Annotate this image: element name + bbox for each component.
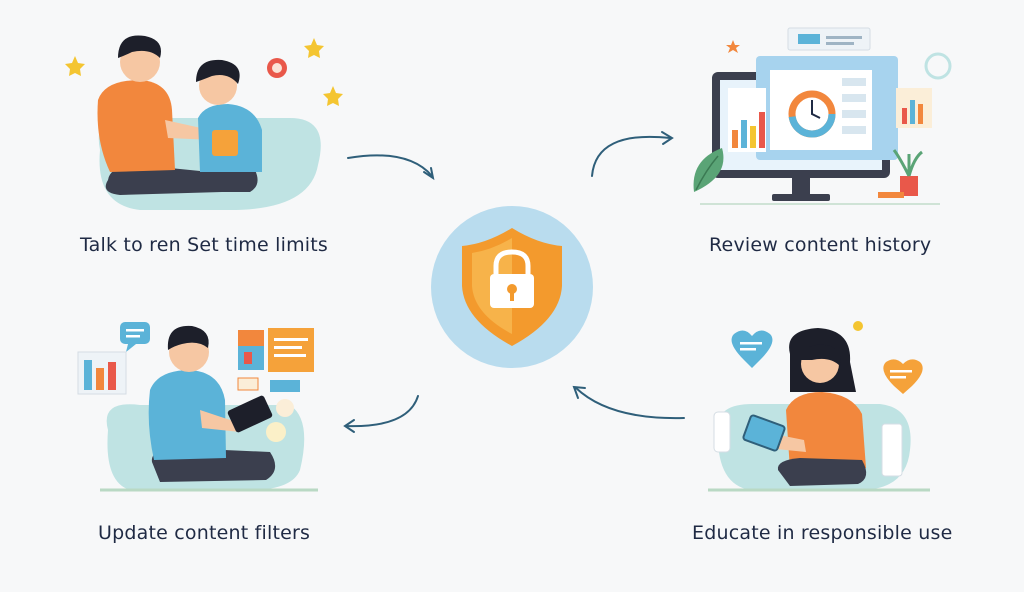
step-label-review: Review content history [709, 234, 932, 256]
filter-badge-icon [276, 399, 294, 417]
gear-icon [924, 52, 952, 80]
arrow-icon [343, 395, 419, 433]
content-panel-icon [237, 328, 314, 392]
step-label-talk: Talk to ren Set time limits [80, 234, 329, 256]
sparkle-icon [853, 321, 863, 331]
chart-card-icon [896, 88, 932, 128]
star-icon [304, 38, 324, 58]
heart-chat-icon [883, 359, 923, 394]
step-label-filters: Update content filters [98, 522, 311, 544]
monitor-icon [712, 56, 898, 201]
sparkle-icon [266, 422, 286, 442]
shield-lock-icon [431, 206, 593, 368]
heart-chat-icon [731, 330, 773, 368]
child-figure [196, 59, 262, 192]
clock-badge-icon [267, 58, 287, 78]
scene-talk [65, 35, 343, 210]
parent-figure [97, 35, 225, 195]
sparkle-icon [726, 40, 740, 53]
leaf-plant-icon [693, 148, 724, 192]
arrow-icon [591, 131, 674, 177]
tablet-icon [227, 395, 273, 433]
scene-educate [708, 321, 930, 492]
man-figure [148, 325, 276, 482]
potted-plant-icon [892, 149, 923, 196]
tablet-icon [742, 414, 786, 452]
scene-review [693, 27, 952, 205]
arrow-icon [572, 385, 685, 420]
book-icon [212, 130, 238, 156]
scene-filters [77, 322, 318, 492]
shelf-apps-icon [77, 351, 127, 395]
star-icon [323, 86, 343, 106]
step-label-educate: Educate in responsible use [692, 522, 953, 544]
cycle-arrows [343, 131, 685, 433]
arrow-icon [347, 154, 435, 181]
chat-bubble-icon [120, 322, 150, 352]
star-icon [65, 56, 85, 76]
